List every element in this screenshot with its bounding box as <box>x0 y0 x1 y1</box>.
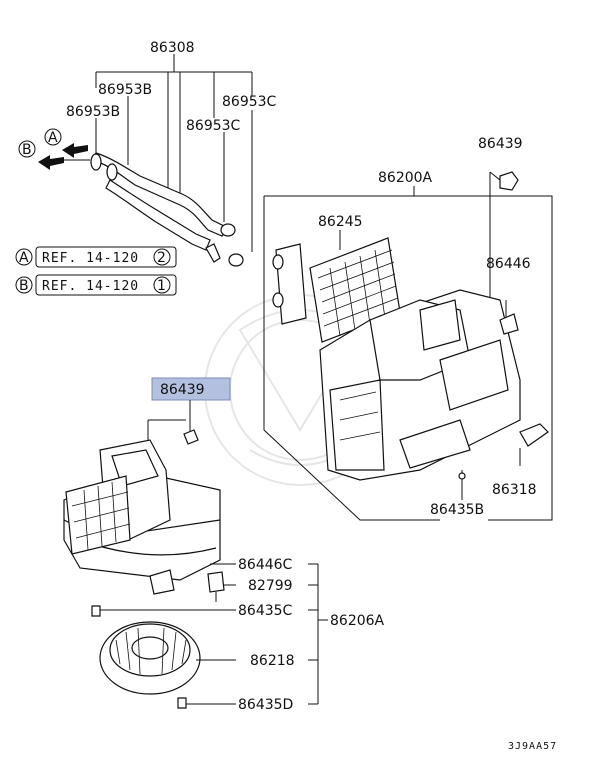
arrow-label-a: A <box>48 130 58 146</box>
reference-box-a: A REF. 14-120 2 <box>15 246 177 268</box>
label-82799: 82799 <box>248 578 293 594</box>
heater-unit-group <box>263 171 553 521</box>
svg-text:A: A <box>19 250 29 266</box>
label-86953b-1: 86953B <box>98 82 152 98</box>
arrow-label-b: B <box>22 142 32 158</box>
hose-group <box>90 54 253 267</box>
part-labels: 86308 86953B 86953B 86953C 86953C 86439 … <box>66 40 557 752</box>
label-86435d: 86435D <box>238 697 293 713</box>
svg-text:1: 1 <box>157 278 166 294</box>
svg-text:B: B <box>19 278 29 294</box>
label-86435c: 86435C <box>238 603 293 619</box>
blower-unit-group <box>63 377 328 709</box>
reference-box-b: B REF. 14-120 1 <box>15 274 177 296</box>
label-86318: 86318 <box>492 482 537 498</box>
svg-text:2: 2 <box>157 250 166 266</box>
label-86245: 86245 <box>318 214 363 230</box>
label-86953c-2: 86953C <box>186 118 241 134</box>
label-86439-top: 86439 <box>478 136 523 152</box>
flow-arrows: A B <box>18 128 90 170</box>
svg-text:REF. 14-120: REF. 14-120 <box>42 251 139 266</box>
label-86435b: 86435B <box>430 502 484 518</box>
label-86446c: 86446C <box>238 557 293 573</box>
label-86439-highlighted: 86439 <box>160 382 205 398</box>
label-86200a: 86200A <box>378 170 433 186</box>
label-86953b-2: 86953B <box>66 104 120 120</box>
label-86953c-1: 86953C <box>222 94 277 110</box>
highlight-box <box>151 377 231 401</box>
svg-text:REF. 14-120: REF. 14-120 <box>42 279 139 294</box>
label-86206a: 86206A <box>330 613 385 629</box>
label-86218: 86218 <box>250 653 295 669</box>
label-86446: 86446 <box>486 256 531 272</box>
diagram-code: 3J9AA57 <box>508 741 557 752</box>
label-86308: 86308 <box>150 40 195 56</box>
